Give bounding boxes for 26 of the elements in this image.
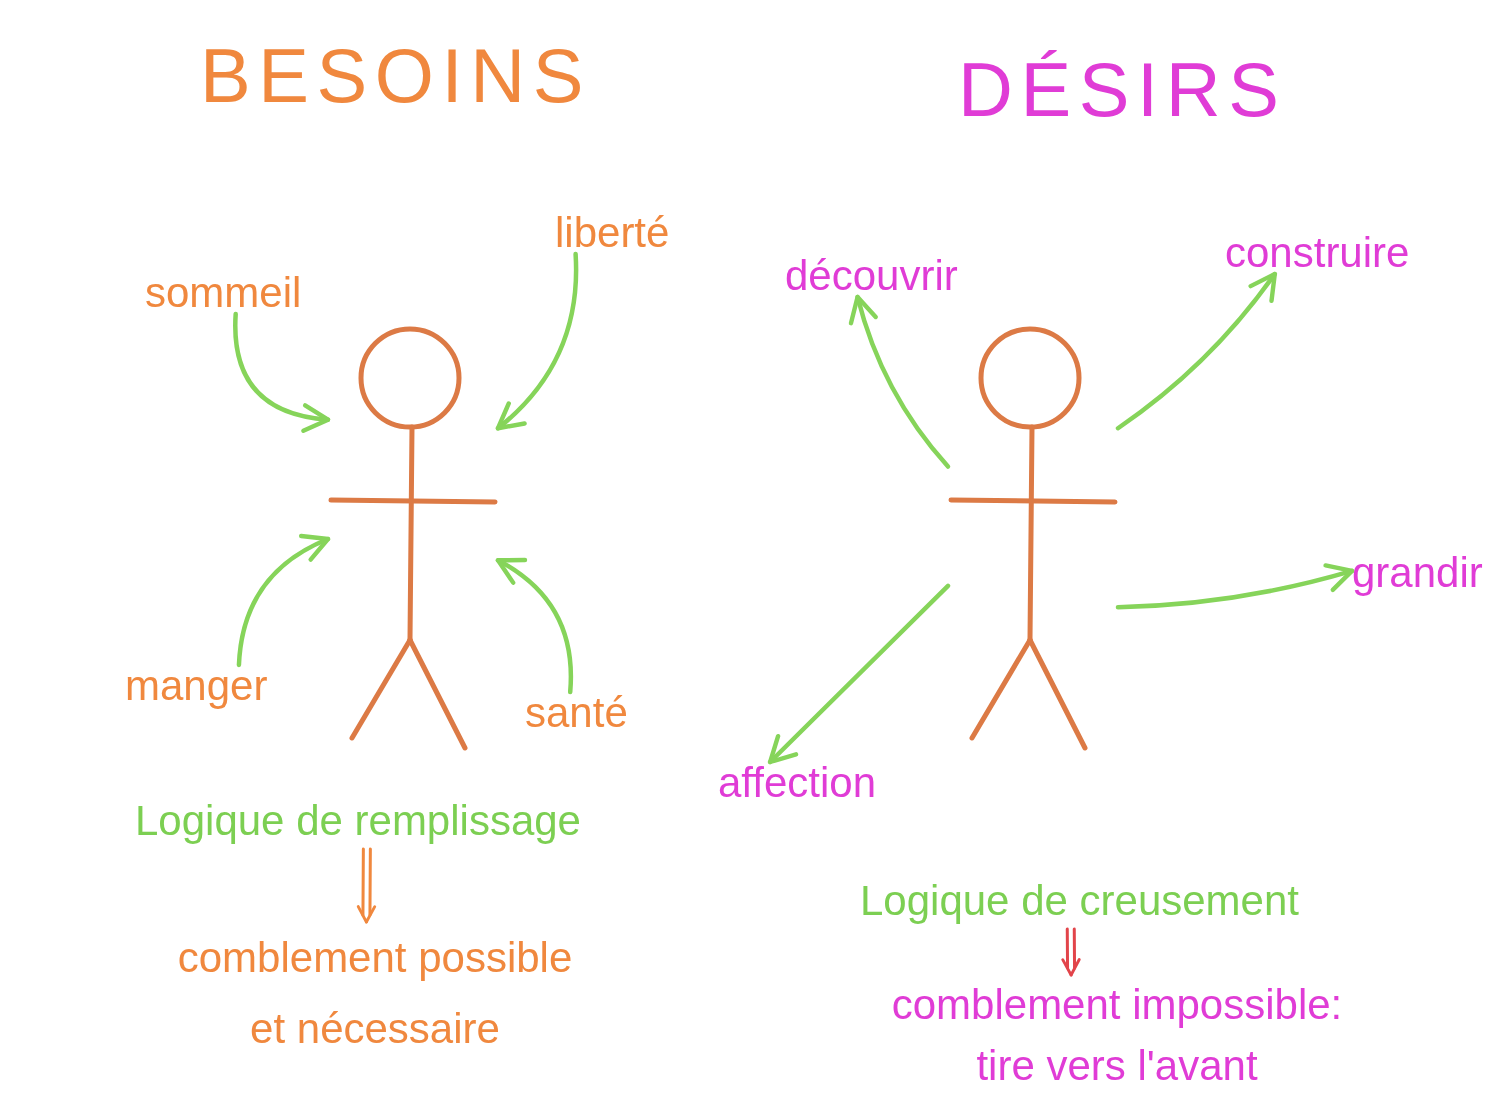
desire-word: construire — [1225, 232, 1410, 274]
arrow — [1115, 271, 1278, 431]
stick-figure — [328, 326, 498, 752]
need-word: manger — [125, 665, 268, 707]
logic-caption: Logique de creusement — [860, 880, 1299, 922]
arrow — [495, 558, 574, 695]
arrow — [236, 534, 331, 668]
stick-figure — [948, 326, 1118, 752]
arrow — [1061, 927, 1081, 977]
logic-caption: Logique de remplissage — [135, 800, 581, 842]
arrow — [849, 294, 951, 469]
need-word: santé — [525, 692, 628, 734]
arrow — [767, 583, 951, 765]
arrow — [495, 251, 579, 431]
desire-word: affection — [718, 762, 876, 804]
arrow — [233, 311, 331, 432]
conclusion-text: comblement impossible: tire vers l'avant — [862, 975, 1372, 1097]
desire-word: grandir — [1352, 552, 1483, 594]
desire-word: découvrir — [785, 255, 958, 297]
heading: BESOINS — [200, 38, 592, 114]
conclusion-text: comblement possible et nécessaire — [160, 922, 590, 1065]
arrow — [1115, 562, 1355, 610]
need-word: liberté — [555, 212, 670, 254]
heading: DÉSIRS — [958, 52, 1287, 128]
need-word: sommeil — [145, 272, 302, 314]
arrow — [356, 847, 377, 924]
